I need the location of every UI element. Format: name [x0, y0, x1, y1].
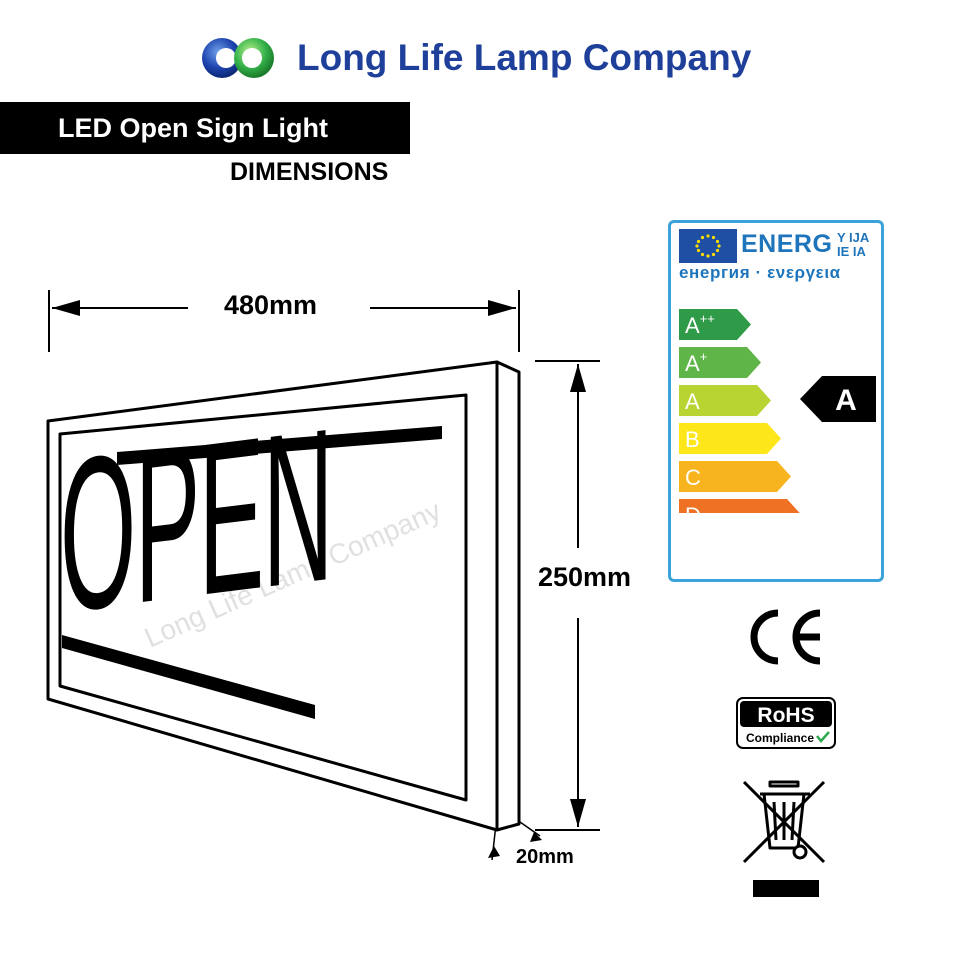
- rohs-badge-icon: RoHS Compliance: [736, 697, 836, 749]
- energy-header-sup-bottom: IE IA: [837, 244, 866, 259]
- energy-class-bar: [679, 347, 761, 378]
- energy-rating-badge: A: [800, 376, 876, 422]
- energy-class-sup: +: [700, 349, 708, 364]
- energy-class-bar: [679, 499, 800, 513]
- energy-class-bars: A++A+ABCDE: [679, 309, 800, 513]
- energy-class-bar: [679, 309, 751, 340]
- height-arrow-bottom-icon: [570, 799, 586, 827]
- sign-frame: [46, 360, 521, 832]
- eu-flag-icon: [679, 229, 737, 263]
- energy-rating-letter: A: [835, 384, 857, 417]
- height-dimension-line: [535, 360, 600, 831]
- product-title: LED Open Sign Light: [58, 113, 328, 143]
- depth-arrow-right-icon: [530, 832, 542, 842]
- energy-class-letter: D: [685, 503, 701, 513]
- weee-crossed-bin-icon: [742, 780, 826, 864]
- open-sign-text: OPEN: [60, 382, 332, 659]
- energy-rating-arrow-icon: [800, 376, 876, 422]
- energy-header-line2: енергия · ενεργεια: [679, 263, 841, 282]
- rohs-title: RoHS: [757, 704, 814, 727]
- sign-drawing: Long Life Lamp Company OPEN: [46, 290, 600, 861]
- energy-class-sup: ++: [700, 311, 715, 326]
- width-arrow-right-icon: [488, 300, 516, 316]
- energy-header-sup-top: Y IJA: [837, 230, 870, 245]
- energy-class-bar: [679, 423, 781, 454]
- company-logo-icon: [202, 38, 274, 78]
- energy-class-letter: A: [685, 389, 700, 414]
- energy-class-letter: C: [685, 465, 701, 490]
- weee-underline-bar: [753, 880, 819, 897]
- height-arrow-top-icon: [570, 364, 586, 392]
- energy-class-letter: B: [685, 427, 700, 452]
- energy-header-word: ENERG: [741, 230, 833, 258]
- width-arrow-left-icon: [52, 300, 80, 316]
- depth-arrow-left-icon: [488, 846, 500, 858]
- company-name: Long Life Lamp Company: [297, 37, 752, 78]
- depth-label: 20mm: [516, 846, 574, 868]
- rohs-compliance: Compliance: [746, 731, 814, 745]
- energy-class-bar: [679, 461, 791, 492]
- bottom-accent-bar: [62, 635, 315, 719]
- rohs-check-icon: [816, 731, 830, 743]
- energy-class-bar: [679, 385, 771, 416]
- ce-mark-icon: [750, 609, 821, 665]
- top-accent-bar: [117, 426, 442, 465]
- width-label: 480mm: [224, 290, 318, 320]
- height-label: 250mm: [538, 562, 632, 592]
- dimensions-subtitle: DIMENSIONS: [230, 158, 389, 186]
- title-band: [0, 102, 410, 154]
